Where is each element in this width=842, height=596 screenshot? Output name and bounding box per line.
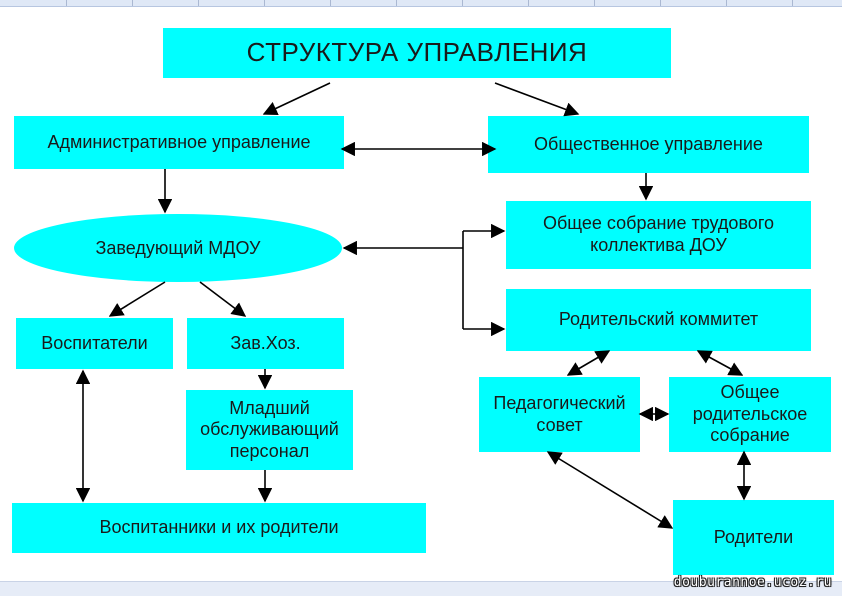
node-educators-label: Воспитатели xyxy=(41,332,148,353)
node-zavhoz-label: Зав.Хоз. xyxy=(230,332,301,353)
band-tick xyxy=(660,0,661,6)
node-ped-council-line2: совет xyxy=(536,414,583,435)
node-general-meeting-line1: Общее собрание трудового xyxy=(542,213,774,234)
band-tick xyxy=(396,0,397,6)
node-admin-label: Административное управление xyxy=(47,131,311,152)
node-junior-staff-line1: Младший xyxy=(229,397,310,418)
node-pupils: Воспитанники и их родители xyxy=(12,503,426,553)
node-parents: Родители xyxy=(673,500,834,575)
arrow-head-to-educators xyxy=(108,281,166,317)
node-ped-council-line1: Педагогический xyxy=(493,392,626,413)
arrow-council-parents xyxy=(546,451,674,529)
band-tick xyxy=(792,0,793,6)
diagram-title-text: СТРУКТУРА УПРАВЛЕНИЯ xyxy=(246,37,588,68)
node-public-label: Общественное управление xyxy=(534,133,763,154)
node-junior-staff-line2: обслуживающий xyxy=(200,419,339,440)
node-ped-council: Педагогический совет xyxy=(479,377,640,452)
node-admin: Административное управление xyxy=(14,116,344,169)
arrow-title-to-admin xyxy=(262,82,331,116)
arrow-committee-meeting xyxy=(696,350,744,376)
band-tick xyxy=(66,0,67,6)
node-head-label: Заведующий МДОУ xyxy=(95,237,261,258)
bottom-band xyxy=(0,581,842,596)
band-tick xyxy=(198,0,199,6)
arrow-title-to-public xyxy=(494,82,580,117)
node-parent-meeting-line1: Общее xyxy=(720,382,780,403)
node-junior-staff-line3: персонал xyxy=(229,440,310,461)
node-parents-label: Родители xyxy=(713,526,794,547)
band-tick xyxy=(264,0,265,6)
node-educators: Воспитатели xyxy=(16,318,173,369)
node-junior-staff: Младший обслуживающий персонал xyxy=(186,390,353,470)
top-band xyxy=(0,0,842,7)
diagram-title: СТРУКТУРА УПРАВЛЕНИЯ xyxy=(163,28,671,78)
arrow-head-to-zavhoz xyxy=(199,281,247,317)
node-parent-meeting-line2: родительское xyxy=(692,403,808,424)
node-public: Общественное управление xyxy=(488,116,809,173)
band-tick xyxy=(726,0,727,6)
node-parent-meeting: Общее родительское собрание xyxy=(669,377,831,452)
node-general-meeting-line2: коллектива ДОУ xyxy=(590,235,727,255)
band-tick xyxy=(132,0,133,6)
node-parent-committee: Родительский коммитет xyxy=(506,289,811,351)
watermark: douburannoe.ucoz.ru xyxy=(673,575,832,590)
node-parent-committee-label: Родительский коммитет xyxy=(558,309,759,330)
node-pupils-label: Воспитанники и их родители xyxy=(99,517,339,538)
node-head: Заведующий МДОУ xyxy=(14,214,342,282)
arrow-committee-council xyxy=(566,350,611,376)
node-general-meeting: Общее собрание трудового коллектива ДОУ xyxy=(506,201,811,269)
node-parent-meeting-line3: собрание xyxy=(710,425,790,446)
band-tick xyxy=(330,0,331,6)
band-tick xyxy=(528,0,529,6)
band-tick xyxy=(462,0,463,6)
node-zavhoz: Зав.Хоз. xyxy=(187,318,344,369)
band-tick xyxy=(594,0,595,6)
